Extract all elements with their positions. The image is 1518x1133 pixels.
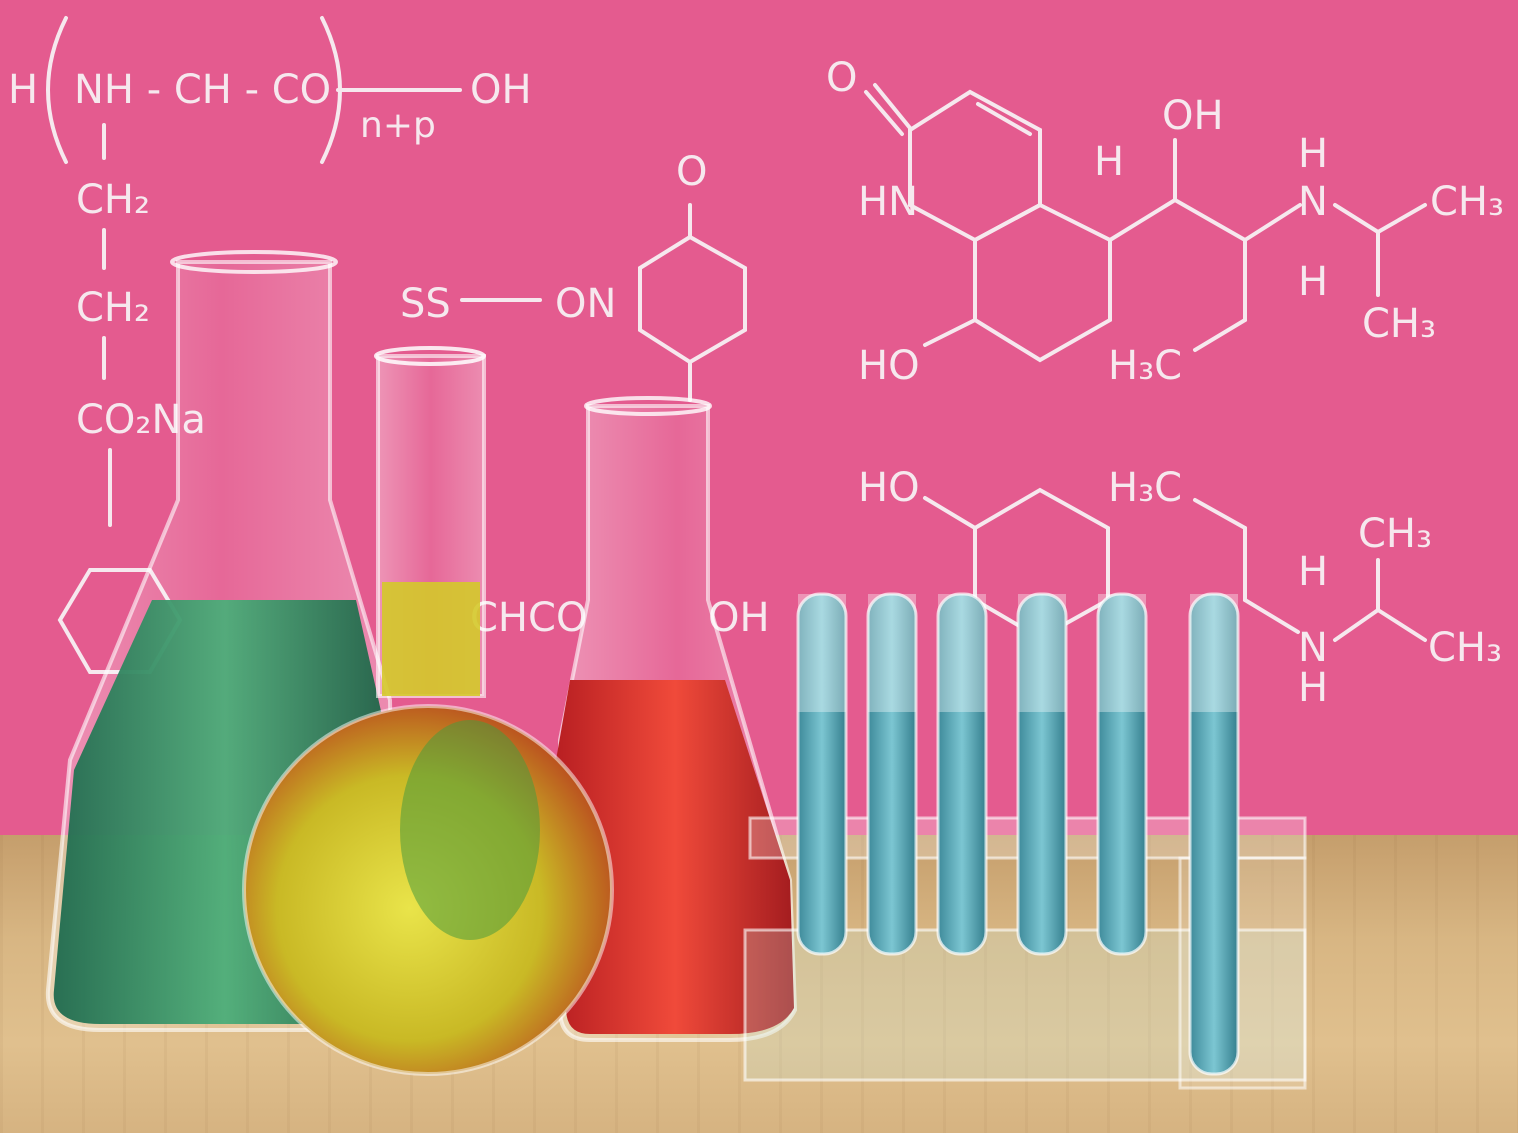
formula-polymer-chain: NH - CH - CO <box>74 67 332 113</box>
formula-polymer-sub: n+p <box>360 105 436 146</box>
formula-o-top: O <box>676 149 708 195</box>
formula-polymer-head: H <box>8 67 39 113</box>
formula-h-b: H <box>1298 131 1329 177</box>
formula-polymer-tail: OH <box>470 67 532 113</box>
formula-oh-top: OH <box>1162 93 1224 139</box>
formula-h-a: H <box>1094 139 1125 185</box>
formula-ss: SS <box>400 281 451 327</box>
test-tube-rack-icon <box>743 592 1307 1090</box>
formula-ch3-b: CH₃ <box>1362 301 1437 347</box>
erlenmeyer-flask-red-icon <box>556 396 798 1042</box>
formula-ch3-c: CH₃ <box>1358 511 1433 557</box>
formula-n-a: N <box>1298 179 1328 225</box>
formula-ch2-a: CH₂ <box>76 177 151 223</box>
formula-hn: HN <box>858 179 918 225</box>
formula-ch3-a: CH₃ <box>1430 179 1505 225</box>
formula-on: ON <box>555 281 617 327</box>
formula-h3c-a: H₃C <box>1108 343 1183 389</box>
formula-n-b: N <box>1298 625 1328 671</box>
round-bottom-flask-icon <box>242 346 614 1076</box>
formula-ho-b: HO <box>858 465 920 511</box>
formula-h-d: H <box>1298 549 1329 595</box>
formula-h-c: H <box>1298 259 1329 305</box>
formula-o-left: O <box>826 55 858 101</box>
formula-h-e: H <box>1298 665 1329 711</box>
formula-ch2-b: CH₂ <box>76 285 151 331</box>
formula-ho-a: HO <box>858 343 920 389</box>
formula-h3c-b: H₃C <box>1108 465 1183 511</box>
formula-ch3-d: CH₃ <box>1428 625 1503 671</box>
formula-chco: CHCO <box>470 595 588 641</box>
